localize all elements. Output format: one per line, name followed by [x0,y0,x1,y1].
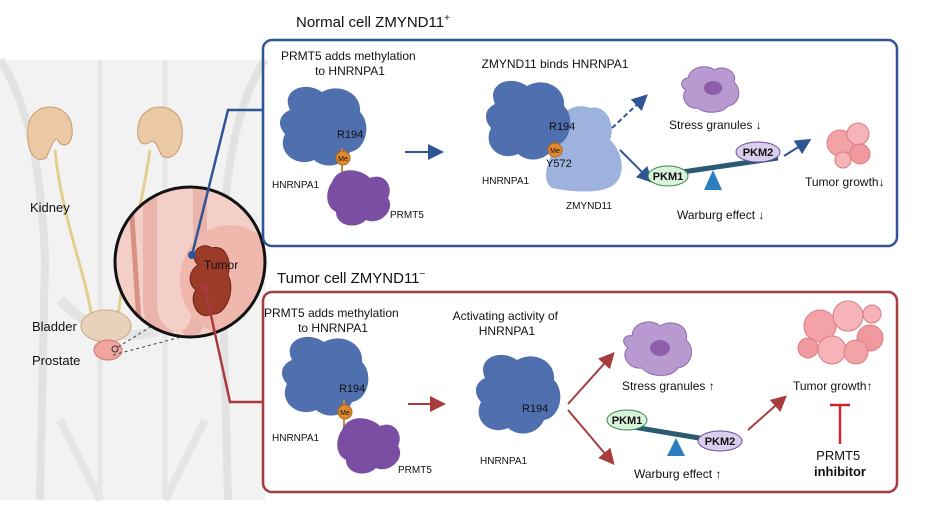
tumor-active-r194-label: R194 [522,403,548,415]
normal-me-label: Me [338,156,348,163]
normal-bound-me-label: Me [550,148,560,155]
connector-tumor [203,287,263,404]
normal-panel-title: Normal cell ZMYND11+ [296,13,450,31]
tumor-arrow-growth [747,395,787,431]
normal-bound-hnrnpa1-label: HNRNPA1 [482,176,529,187]
tumor-pkm2-label: PKM2 [705,436,736,448]
tumor-prmt5-protein [337,418,401,474]
normal-step1-text: PRMT5 adds methylation to HNRNPA1 [281,49,419,78]
normal-pkm1-node [647,165,689,187]
tumor-methyl-group [337,404,353,420]
normal-zmynd11-label: ZMYND11 [566,201,612,212]
tumor-stress-granule [623,321,693,376]
normal-bound-r194-label: R194 [549,121,575,133]
kidney-right [137,106,183,158]
normal-tumor-growth-text: Tumor growth↓ [805,175,885,189]
ureter-left [53,149,94,319]
kidney-left [27,106,73,160]
tumor-prmt5-label: PRMT5 [398,465,432,476]
tumor-tumor-cells [797,300,884,365]
normal-pkm2-node [735,141,781,163]
tumor-hnrnpa1-label: HNRNPA1 [272,433,319,444]
normal-bound-methyl-group [547,142,563,158]
normal-prmt5-label: PRMT5 [390,210,424,221]
tumor-active-hnrnpa1-label: HNRNPA1 [480,456,527,467]
connector-tumor-dot [201,284,209,292]
normal-methyl-group [335,150,351,166]
tumor-panel-title: Tumor cell ZMYND11− [277,269,426,287]
tumor-pkm1-node [606,409,648,431]
normal-arrow-stress [611,94,648,129]
normal-hnrnpa1-protein [279,86,367,166]
connector-normal-dot [188,251,196,259]
tumor-stress-text: Stress granules ↑ [622,379,715,393]
tumor-me-label: Me [340,410,350,417]
label-tumor: Tumor [204,258,238,272]
prostate-shape [93,339,123,361]
normal-arrow-warburg [619,149,653,183]
tumor-panel-box [261,290,899,494]
bladder-shape [80,309,132,343]
tumor-arrow-stress [567,352,615,405]
normal-arrow-growth [783,138,812,157]
normal-step2-text: ZMYND11 binds HNRNPA1 [482,57,629,71]
label-prostate: Prostate [32,353,80,368]
prostate-marker [111,345,119,353]
tumor-tumor-growth-text: Tumor growth↑ [793,379,873,393]
normal-pkm1-label: PKM1 [653,171,684,183]
normal-hnrnpa1-label: HNRNPA1 [272,180,319,191]
tumor-step1-text: PRMT5 adds methylation to HNRNPA1 [264,306,402,335]
normal-tumor-cells [826,122,871,169]
normal-panel-box [261,38,899,248]
prostate-zoom-circle [113,185,267,339]
tumor-pkm2-node [697,430,743,452]
inhibition-bar [830,403,850,444]
normal-y572-label: Y572 [546,158,572,170]
label-kidney: Kidney [30,200,70,215]
normal-stress-granule [681,66,740,113]
normal-hnrnpa1-bound-protein [485,80,571,160]
tumor-hnrnpa1-protein [281,336,369,416]
normal-r194-label: R194 [337,129,363,141]
prmt5-inhibitor-text: PRMT5 inhibitor [814,448,866,479]
connector-normal [190,108,263,256]
tumor-hnrnpa1-active-protein [475,354,561,434]
label-bladder: Bladder [32,319,77,334]
tumor-r194-label: R194 [339,383,365,395]
tumor-step2-text: Activating activity of HNRNPA1 [453,309,562,338]
normal-pkm2-label: PKM2 [743,147,774,159]
tumor-arrow-warburg [567,409,615,466]
tumor-warburg-text: Warburg effect ↑ [634,467,721,481]
tumor-pkm1-label: PKM1 [612,415,643,427]
normal-stress-text: Stress granules ↓ [669,118,762,132]
normal-prmt5-protein [327,170,391,226]
normal-warburg-text: Warburg effect ↓ [677,208,764,222]
